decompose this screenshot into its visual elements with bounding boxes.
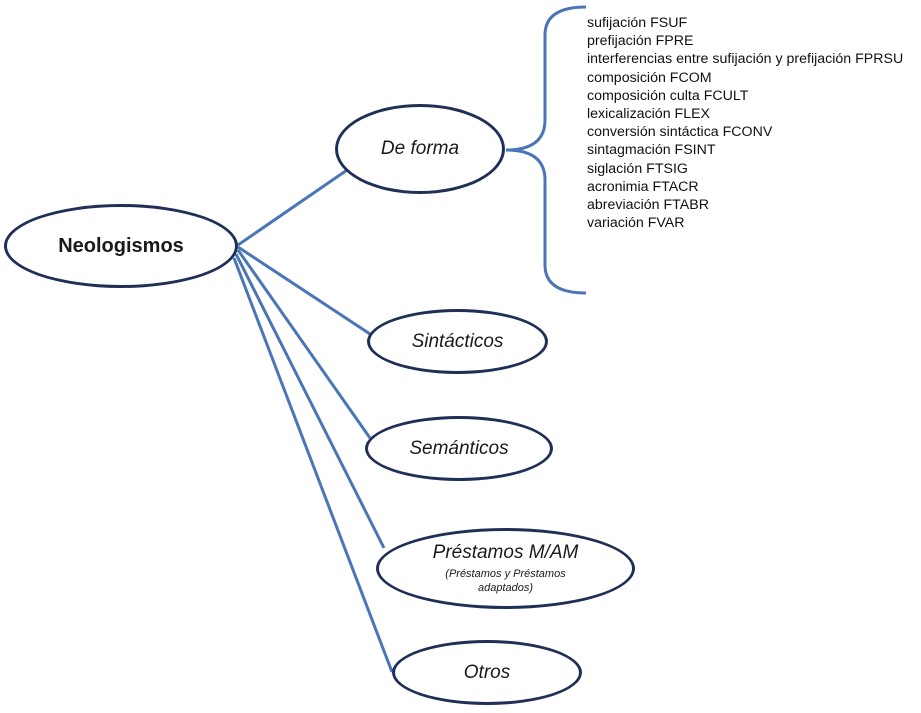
node-otros: Otros	[392, 640, 582, 705]
forma-type-item: conversión sintáctica FCONV	[587, 124, 773, 141]
forma-type-item: siglación FTSIG	[587, 160, 688, 177]
node-sintacticos: Sintácticos	[367, 309, 548, 374]
forma-type-item: sufijación FSUF	[587, 15, 688, 31]
forma-type-item: sintagmación FSINT	[587, 142, 716, 159]
node-prestamos: Préstamos M/AM (Préstamos y Préstamos ad…	[376, 528, 635, 609]
connector-root-sem	[236, 249, 372, 439]
node-semanticos: Semánticos	[365, 416, 553, 481]
forma-type-item: interferencias entre sufijación y prefij…	[587, 51, 904, 68]
forma-type-item: acronimia FTACR	[587, 178, 699, 195]
connector-root-forma	[237, 166, 351, 247]
node-prestamos-label: Préstamos M/AM	[432, 542, 579, 564]
node-semanticos-label: Semánticos	[409, 437, 509, 459]
forma-type-item: composición FCOM	[587, 69, 712, 86]
forma-type-item: composición culta FCULT	[587, 87, 749, 104]
forma-types-list: sufijación FSUF prefijación FPRE interfe…	[587, 14, 917, 232]
forma-type-item: lexicalización FLEX	[587, 106, 711, 123]
node-otros-label: Otros	[463, 661, 511, 683]
connector-root-otros	[232, 257, 394, 673]
forma-type-item: abreviación FTABR	[587, 197, 709, 214]
node-de-forma: De forma	[335, 104, 505, 194]
node-prestamos-sublabel: (Préstamos y Préstamos adaptados)	[445, 568, 566, 595]
connector-root-sint	[237, 245, 371, 336]
node-de-forma-label: De forma	[380, 138, 460, 160]
connector-root-prest	[234, 253, 386, 549]
curly-brace	[505, 5, 587, 295]
node-neologismos: Neologismos	[4, 204, 238, 288]
forma-type-item: variación FVAR	[587, 215, 685, 232]
node-neologismos-label: Neologismos	[58, 234, 184, 257]
node-sintacticos-label: Sintácticos	[411, 330, 504, 352]
forma-type-item: prefijación FPRE	[587, 33, 694, 50]
